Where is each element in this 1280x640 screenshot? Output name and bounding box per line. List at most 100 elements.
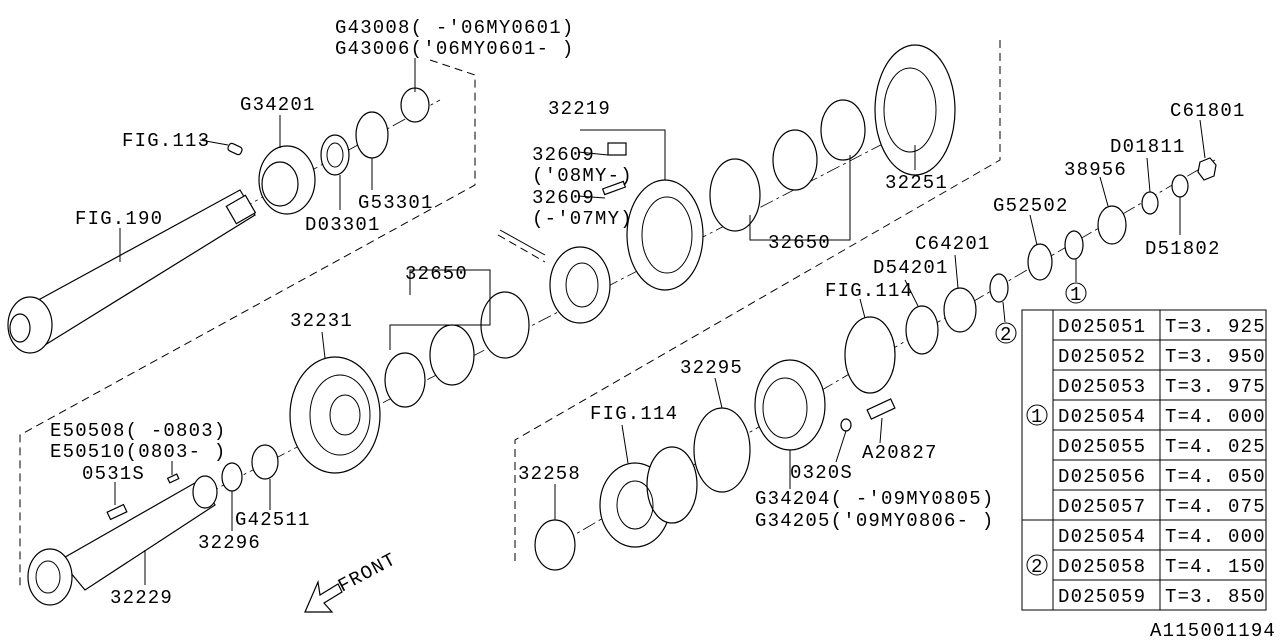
key-0531s [106, 503, 128, 521]
gear-fig114-lower [599, 446, 698, 548]
pin-e50508 [166, 473, 180, 484]
table-part-number[interactable]: D025054 [1058, 526, 1146, 548]
washer-d51802 [1171, 174, 1189, 198]
label-32258: 32258 [518, 463, 581, 485]
label-32650-b: 32650 [405, 263, 468, 285]
gasket-32295 [693, 407, 751, 493]
marker-2-label: 2 [1000, 324, 1013, 346]
group-outline-gear [497, 234, 546, 263]
table-thickness: T=4. 000 [1165, 526, 1266, 548]
gear-32251 [874, 44, 956, 176]
table-thickness: T=3. 850 [1165, 586, 1266, 608]
table-part-number[interactable]: D025056 [1058, 466, 1146, 488]
gear-fig114-upper [844, 316, 896, 394]
label-32609-a: 32609 [532, 144, 595, 166]
washer-d01811 [1141, 191, 1159, 215]
part-labels: G43008( -'06MY0601) G43006('06MY0601- ) … [50, 17, 1276, 640]
label-d03301: D03301 [305, 214, 381, 236]
label-32219: 32219 [548, 98, 611, 120]
washer-shim-1 [1064, 230, 1084, 260]
bearing-32258 [534, 519, 576, 571]
marker-2 [995, 322, 1017, 344]
plate-g53301 [355, 111, 389, 159]
label-a20827: A20827 [862, 442, 938, 464]
label-32609-b: 32609 [532, 187, 595, 209]
label-g53301: G53301 [358, 192, 434, 214]
table-part-number[interactable]: D025059 [1058, 586, 1146, 608]
label-0531s: 0531S [82, 463, 145, 485]
ring-32650-e [772, 129, 818, 191]
table-part-number[interactable]: D025058 [1058, 556, 1146, 578]
table-thickness: T=3. 950 [1165, 346, 1266, 368]
bearing-g43008 [400, 87, 430, 123]
leader-lines [114, 58, 1206, 585]
label-32609-b-note: (-'07MY) [532, 208, 633, 230]
label-g43008: G43008( -'06MY0601) [335, 17, 574, 39]
table-marker-1: 1 [1031, 406, 1044, 428]
ring-32650-f [820, 99, 866, 161]
washer-d54201 [905, 305, 939, 355]
marker-1 [1065, 282, 1087, 304]
table-part-number[interactable]: D025054 [1058, 406, 1146, 428]
table-part-number[interactable]: D025057 [1058, 496, 1146, 518]
housing-g34204 [754, 359, 826, 451]
pin-fig113 [227, 142, 243, 156]
label-d54201: D54201 [873, 257, 949, 279]
label-e50508: E50508( -0803) [50, 420, 226, 442]
label-38956: 38956 [1064, 159, 1127, 181]
label-32295: 32295 [680, 357, 743, 379]
shaft-fig190 [7, 189, 257, 354]
table-part-number[interactable]: D025055 [1058, 436, 1146, 458]
key-32609-a [607, 142, 627, 156]
label-fig114-lower[interactable]: FIG.114 [590, 403, 678, 425]
shaft-32229 [27, 475, 218, 606]
table-part-number[interactable]: D025052 [1058, 346, 1146, 368]
label-e50510: E50510(0803- ) [50, 441, 226, 463]
hub-32219 [549, 246, 611, 324]
label-32609-a-note: ('08MY-) [532, 165, 633, 187]
label-32251: 32251 [885, 172, 948, 194]
table-thickness: T=4. 150 [1165, 556, 1266, 578]
washer-d03301 [320, 134, 350, 176]
label-32296: 32296 [198, 532, 261, 554]
table-marker-2: 2 [1031, 556, 1044, 578]
table-part-number[interactable]: D025051 [1058, 316, 1146, 338]
bearing-g34201 [258, 145, 316, 215]
nut-c61801 [1197, 157, 1217, 181]
diagram-id: A115001194 [1150, 620, 1276, 640]
label-c64201: C64201 [915, 233, 991, 255]
label-0320s: 0320S [790, 462, 853, 484]
group-outline-right [514, 40, 1001, 565]
label-c61801: C61801 [1170, 100, 1246, 122]
washer-shim-2 [989, 273, 1009, 303]
front-arrow-icon [304, 579, 343, 613]
label-fig190[interactable]: FIG.190 [75, 208, 163, 230]
ring-32650-d [709, 158, 761, 232]
label-g52502: G52502 [993, 195, 1069, 217]
table-thickness: T=3. 975 [1165, 376, 1266, 398]
label-32229: 32229 [110, 587, 173, 609]
bearing-38956 [1097, 205, 1127, 245]
label-g34201: G34201 [240, 94, 316, 116]
label-32231: 32231 [290, 310, 353, 332]
table-thickness: T=4. 075 [1165, 496, 1266, 518]
table-part-number[interactable]: D025053 [1058, 376, 1146, 398]
label-g42511: G42511 [235, 509, 311, 531]
ring-32650-a [384, 352, 426, 408]
label-fig114-upper[interactable]: FIG.114 [825, 280, 913, 302]
ring-32296 [221, 462, 243, 492]
ring-32650-b [429, 324, 475, 386]
spring-32609-b [601, 180, 627, 196]
bolt-a20827 [866, 398, 896, 420]
gear-32231 [289, 356, 381, 474]
group-outline-upper-left [19, 59, 476, 590]
label-d01811: D01811 [1110, 136, 1186, 158]
label-32650-a: 32650 [768, 232, 831, 254]
label-g43006: G43006('06MY0601- ) [335, 38, 574, 60]
table-thickness: T=4. 025 [1165, 436, 1266, 458]
label-fig113[interactable]: FIG.113 [122, 130, 210, 152]
marker-1-label: 1 [1070, 284, 1083, 306]
nut-c64201 [943, 287, 977, 333]
